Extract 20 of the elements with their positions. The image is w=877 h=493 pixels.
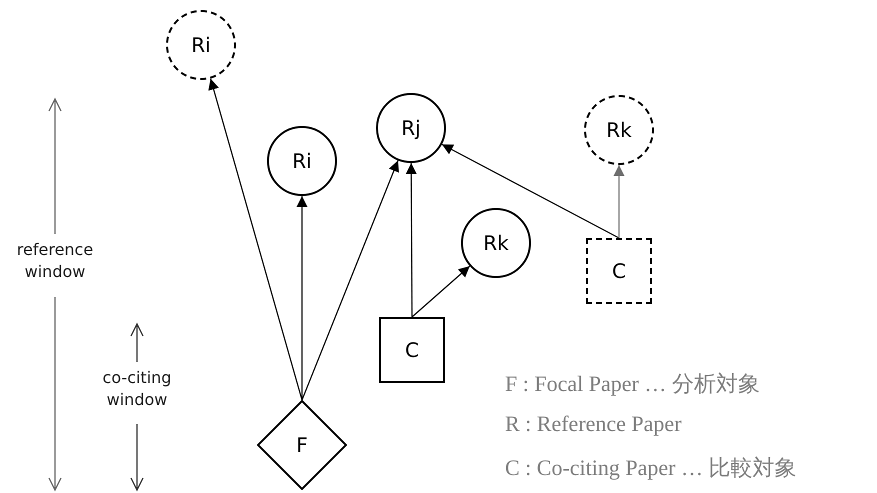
key-text: C : Co-citing Paper … 比較対象	[505, 454, 796, 482]
reference-circle: Rj	[376, 93, 446, 163]
arrow	[208, 78, 303, 400]
arrow	[412, 266, 470, 318]
window-label: reference window	[16, 239, 94, 283]
co-citing-square: C	[379, 317, 445, 383]
reference-circle: Rk	[584, 95, 654, 165]
arrow	[442, 144, 620, 239]
reference-circle: Ri	[267, 126, 337, 196]
reference-circle: Rk	[461, 208, 531, 278]
reference-circle: Ri	[166, 10, 236, 80]
arrow	[406, 163, 417, 317]
window-label: co-citing window	[102, 367, 172, 411]
key-text: F : Focal Paper … 分析対象	[505, 370, 760, 398]
key-text: R : Reference Paper	[505, 411, 682, 437]
arrow	[296, 196, 308, 400]
co-citing-square: C	[586, 238, 652, 304]
arrow	[301, 160, 399, 400]
arrow	[614, 165, 624, 238]
focal-diamond: F	[257, 400, 347, 490]
